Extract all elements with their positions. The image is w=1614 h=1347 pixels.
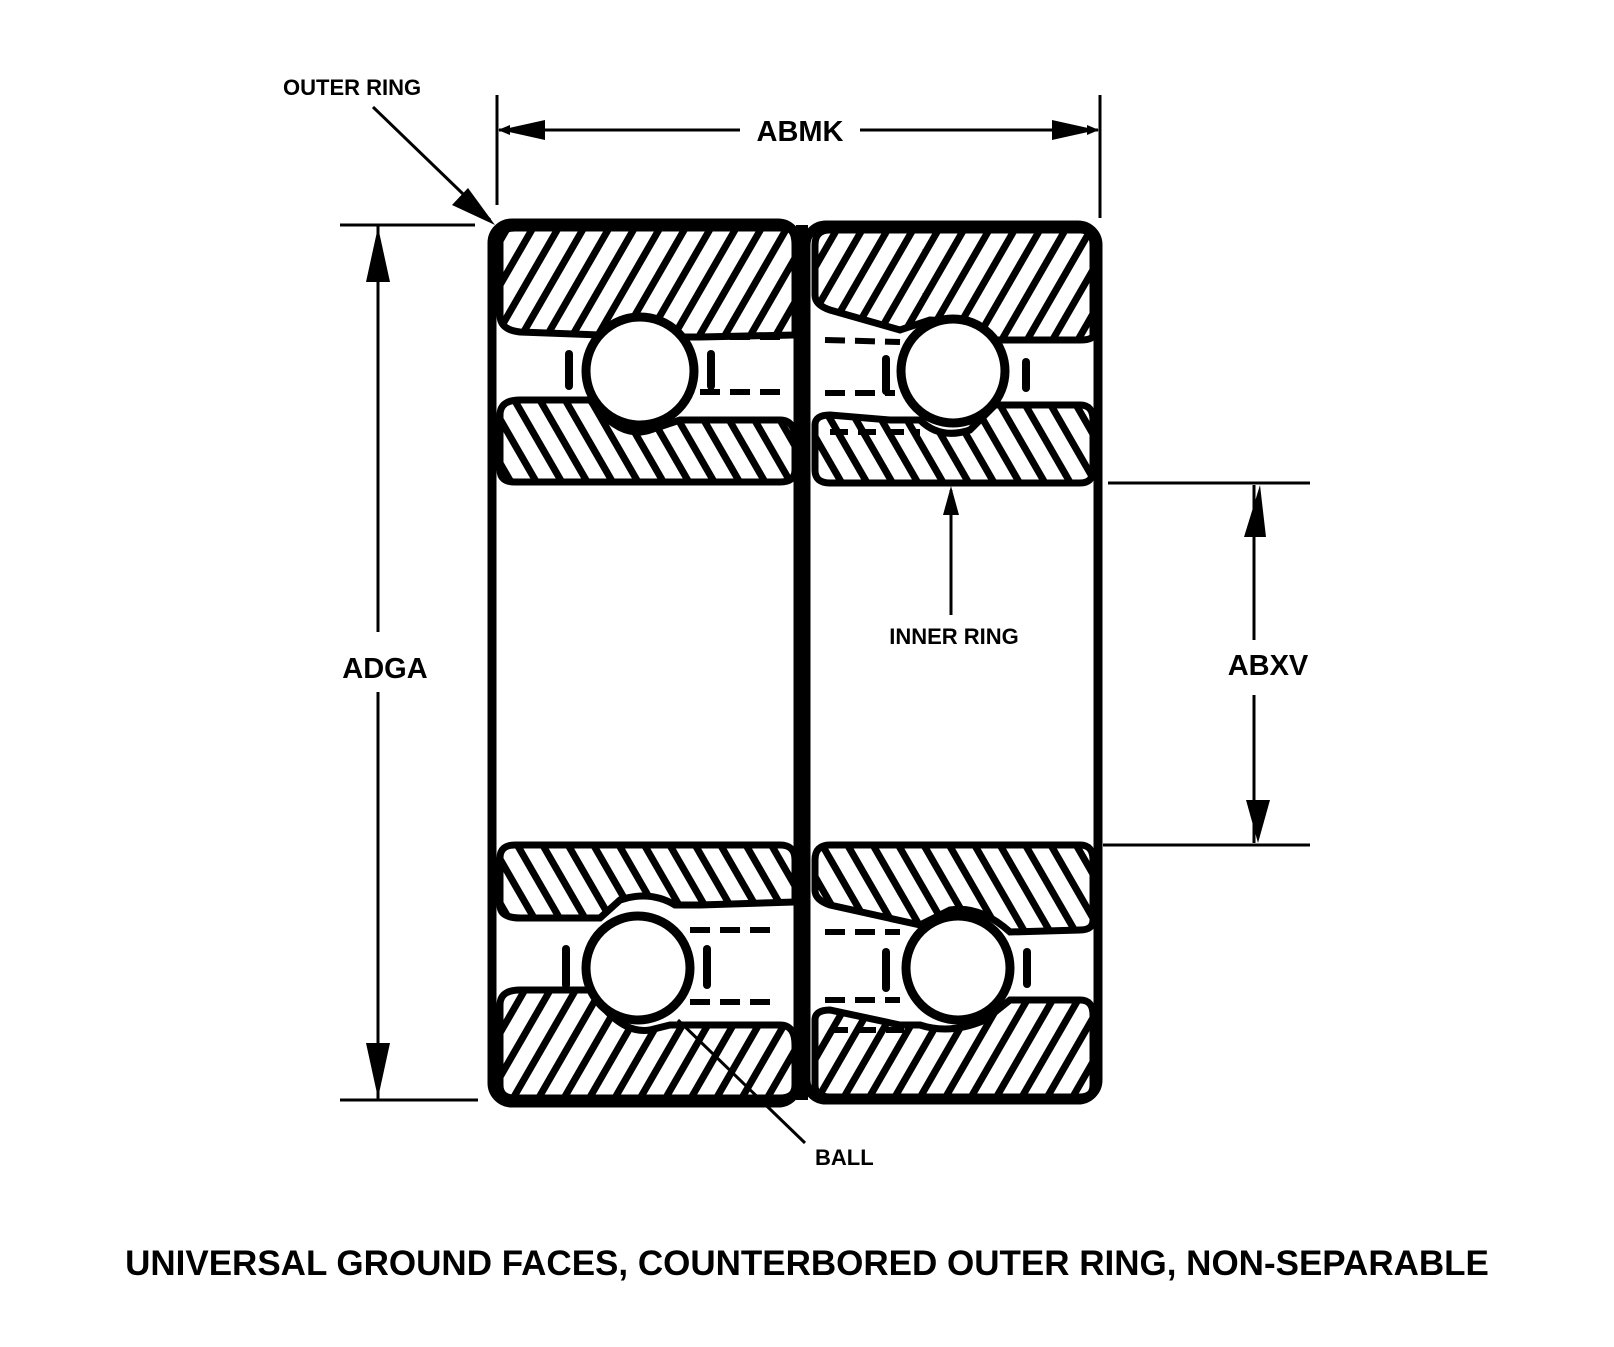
callout-ball: BALL [676,1018,874,1170]
abxv-label: ABXV [1228,650,1309,682]
right-top-outer-ring [811,226,1097,344]
adga-label: ADGA [342,653,427,685]
adga-arrowhead-top [366,227,390,282]
right-bottom-outer-ring [811,996,1097,1101]
right-top-dash-1 [824,337,901,345]
left-bottom-ball [581,911,695,1025]
outer-ring-arrowhead [452,188,495,225]
left-top-ball [581,312,699,430]
left-bottom-cage-right [703,945,711,989]
right-top-cage-left [882,355,890,395]
left-bottom-cage-left [562,945,570,989]
figure-caption: UNIVERSAL GROUND FACES, COUNTERBORED OUT… [125,1244,1489,1283]
left-bottom-inner-ring [496,841,799,922]
ball-leader [676,1018,807,1145]
dimension-abmk: ABMK [495,95,1102,218]
right-bottom-ball [901,911,1015,1025]
right-top-ball [896,314,1010,428]
left-top-cage-right [707,350,715,390]
inner-ring-arrowhead [943,486,959,515]
left-bottom-outer-ring [496,986,799,1102]
right-top-inner-ring [811,401,1097,487]
abmk-arrowhead-left [500,120,545,140]
abmk-arrowhead-right [1052,120,1097,140]
left-top-inner-ring [496,396,799,486]
outer-ring-label: OUTER RING [283,75,421,100]
callout-inner-ring: INNER RING [889,486,1019,649]
abxv-arrowhead-top [1244,485,1266,537]
ball-label: BALL [815,1145,874,1170]
inner-ring-label: INNER RING [889,624,1019,649]
right-bottom-inner-ring [811,841,1097,936]
left-row [487,218,803,1108]
right-bottom-cage-right [1023,948,1031,988]
right-top-cage-right [1022,358,1030,392]
right-row [801,220,1103,1105]
dimension-adga: ADGA [340,223,478,1102]
adga-arrowhead-bottom [366,1043,390,1098]
abmk-label: ABMK [757,116,844,148]
right-bottom-cage-left [882,948,890,992]
left-top-cage-left [565,350,573,390]
abxv-arrowhead-bottom [1246,800,1270,843]
dimension-abxv: ABXV [1103,481,1310,847]
callout-outer-ring: OUTER RING [283,75,495,225]
